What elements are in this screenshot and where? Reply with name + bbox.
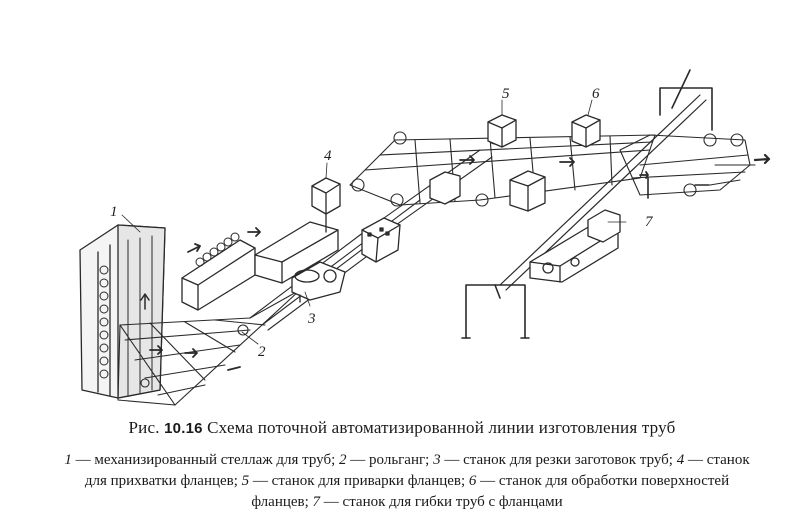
- figure-legend: 1 — механизированный стеллаж для труб; 2…: [62, 450, 752, 513]
- support-stand: [461, 284, 530, 339]
- legend-num-4: 4: [676, 452, 685, 468]
- grid-blocks: [429, 170, 546, 212]
- gantry-frame: [647, 69, 713, 199]
- cutting-machine: [291, 261, 346, 303]
- control-panel: [361, 217, 401, 263]
- legend-text-5: — станок для приварки фланцев;: [249, 473, 469, 489]
- production-line-illustration: 1 2 3 4 5 6 7: [79, 69, 771, 406]
- caption-prefix: Рис.: [128, 418, 160, 437]
- caption-title: Схема поточной автоматизированной линии …: [207, 418, 676, 437]
- label-6: 6: [592, 86, 600, 102]
- tack-welding-machine: [247, 177, 341, 284]
- figure-caption: Рис. 10.16 Схема поточной автоматизирова…: [0, 418, 804, 438]
- caption-number: 10.16: [164, 420, 203, 437]
- legend-num-6: 6: [468, 473, 477, 489]
- legend-num-2: 2: [339, 452, 347, 468]
- transfer-grid: [349, 128, 656, 207]
- flange-surface-machine: [571, 99, 601, 148]
- label-2: 2: [258, 344, 266, 360]
- label-3: 3: [307, 311, 316, 327]
- label-5: 5: [502, 86, 510, 102]
- pipe-bundle: [181, 232, 256, 311]
- output-conveyor: [619, 133, 771, 197]
- roller-conveyor: [117, 289, 301, 406]
- legend-text-2: — рольганг;: [346, 452, 434, 468]
- flange-welding-machine: [487, 99, 517, 148]
- legend-text-3: — станок для резки заготовок труб;: [440, 452, 677, 468]
- legend-text-4: — станок для прихватки фланцев;: [84, 452, 750, 489]
- callout-lines: [121, 162, 627, 345]
- legend-text-1: — механизированный стеллаж для труб;: [71, 452, 340, 468]
- pipe-rack: [79, 224, 166, 399]
- legend-num-7: 7: [312, 494, 321, 510]
- legend-text-7: — станок для гибки труб с фланцами: [320, 494, 563, 510]
- legend-num-1: 1: [64, 452, 72, 468]
- legend-text-6: — станок для обработки поверхностей флан…: [251, 473, 730, 510]
- label-7: 7: [645, 214, 654, 230]
- pipe-bending-machine: [529, 209, 621, 283]
- label-4: 4: [324, 148, 332, 164]
- legend-num-5: 5: [241, 473, 250, 489]
- label-1: 1: [110, 204, 118, 220]
- legend-num-3: 3: [433, 452, 441, 468]
